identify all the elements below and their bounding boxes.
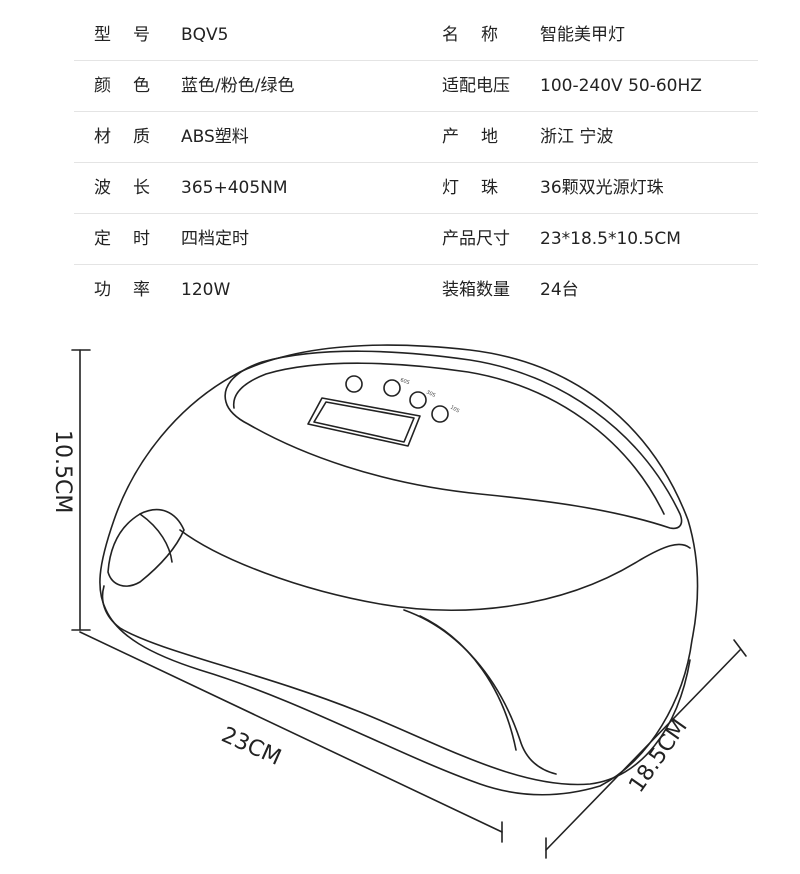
spec-label: 功率	[94, 280, 172, 300]
spec-value: 120W	[181, 280, 231, 300]
width-label: 23CM	[218, 723, 285, 771]
lamp-front-curve	[179, 529, 691, 611]
lcd-display	[307, 397, 421, 447]
nail-lamp-drawing: 60S 30S 10S 10.5CM 23CM 18.5CM	[50, 344, 747, 859]
spec-label: 产品尺寸	[442, 229, 510, 249]
spec-value: BQV5	[181, 25, 229, 45]
timer-button-60s[interactable]	[383, 379, 401, 397]
spec-row: 功率 120W 装箱数量 24台	[74, 265, 758, 316]
width-dimension-line	[79, 631, 503, 843]
spec-value: ABS塑料	[181, 127, 249, 147]
spec-value: 24台	[540, 280, 579, 300]
spec-label: 定时	[94, 229, 172, 249]
spec-row: 材质 ABS塑料 产地 浙江 宁波	[74, 112, 758, 163]
hand-opening	[107, 508, 185, 587]
spec-label: 型号	[94, 25, 172, 45]
spec-table: 型号 BQV5 名称 智能美甲灯 颜色 蓝色/粉色/绿色 适配电压 100-24…	[0, 10, 800, 316]
timer-button-10s[interactable]	[431, 405, 449, 423]
height-label: 10.5CM	[50, 430, 75, 513]
spec-value: 23*18.5*10.5CM	[540, 229, 681, 249]
lamp-outer-shell	[99, 344, 699, 796]
spec-value: 100-240V 50-60HZ	[540, 76, 702, 96]
spec-label: 适配电压	[442, 76, 510, 96]
lamp-top-panel	[224, 350, 683, 530]
spec-row: 型号 BQV5 名称 智能美甲灯	[74, 10, 758, 61]
button-label-30s: 30S	[425, 389, 436, 398]
spec-row: 颜色 蓝色/粉色/绿色 适配电压 100-240V 50-60HZ	[74, 61, 758, 112]
spec-row: 定时 四档定时 产品尺寸 23*18.5*10.5CM	[74, 214, 758, 265]
spec-value: 36颗双光源灯珠	[540, 178, 664, 198]
spec-value: 365+405NM	[181, 178, 288, 198]
power-button[interactable]	[345, 375, 363, 393]
spec-row: 波长 365+405NM 灯珠 36颗双光源灯珠	[74, 163, 758, 214]
button-label-10s: 10S	[449, 405, 460, 415]
height-dimension-line	[71, 349, 91, 631]
spec-label: 灯珠	[442, 178, 520, 198]
spec-label: 材质	[94, 127, 172, 147]
spec-label: 装箱数量	[442, 280, 510, 300]
button-label-60s: 60S	[399, 377, 410, 386]
spec-value: 四档定时	[181, 229, 249, 249]
depth-label: 18.5CM	[624, 715, 692, 798]
spec-value: 蓝色/粉色/绿色	[181, 76, 295, 96]
spec-value: 智能美甲灯	[540, 25, 625, 45]
timer-button-30s[interactable]	[409, 391, 427, 409]
spec-value: 浙江 宁波	[540, 127, 614, 147]
spec-label: 名称	[442, 25, 520, 45]
spec-label: 颜色	[94, 76, 172, 96]
spec-label: 产地	[442, 127, 520, 147]
timer-buttons	[345, 375, 449, 423]
depth-dimension-line	[545, 639, 747, 859]
lamp-base-band	[101, 585, 691, 786]
spec-label: 波长	[94, 178, 172, 198]
